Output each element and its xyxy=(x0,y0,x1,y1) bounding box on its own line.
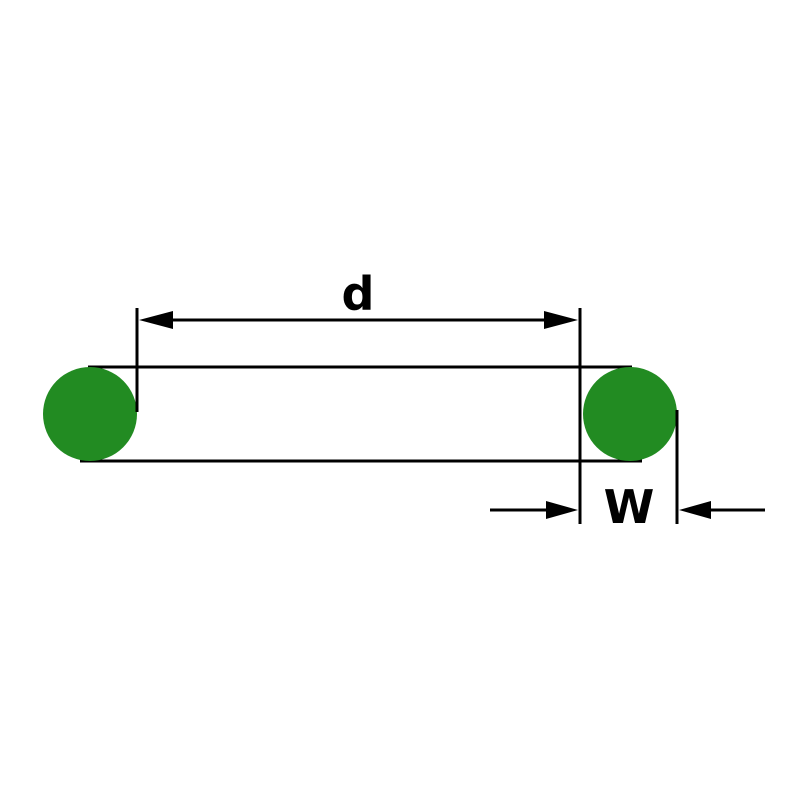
dimension-d-arrowhead-left-icon xyxy=(139,311,173,329)
dimension-w-arrowhead-right-icon xyxy=(679,501,711,519)
oring-cross-section-right xyxy=(583,367,677,461)
dimension-w-label: W xyxy=(604,480,655,534)
dimension-d-label: d xyxy=(342,267,375,321)
oring-cross-section-left xyxy=(43,367,137,461)
dimension-w-arrowhead-left-icon xyxy=(546,501,578,519)
dimension-d-arrowhead-right-icon xyxy=(544,311,578,329)
